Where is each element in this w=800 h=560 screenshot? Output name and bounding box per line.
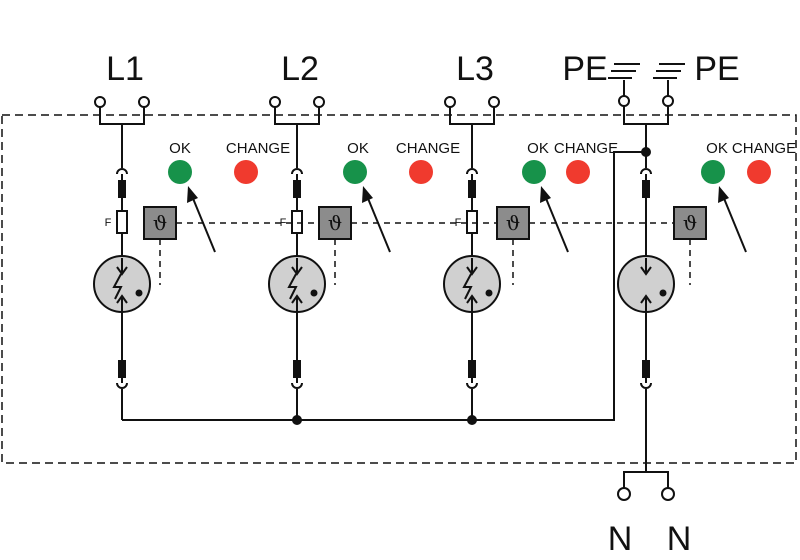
contact-block — [293, 180, 301, 198]
indicator-arrow — [544, 195, 569, 253]
fuse-label: F — [280, 217, 287, 229]
contact-block — [293, 360, 301, 378]
change-label: CHANGE — [732, 140, 796, 157]
plug-contact — [291, 382, 303, 389]
ground-symbol-right — [653, 63, 685, 79]
thermal-symbol: ϑ — [153, 211, 167, 235]
change-indicator — [234, 160, 258, 184]
change-indicator — [566, 160, 590, 184]
common-bus — [122, 151, 646, 421]
plug-contact — [466, 168, 478, 175]
thermal-symbol: ϑ — [328, 211, 342, 235]
contact-block — [468, 180, 476, 198]
module-l3: F ϑ OK CHANGE — [443, 96, 618, 420]
label-n-right: N — [667, 520, 692, 558]
label-l3: L3 — [456, 50, 494, 88]
change-label: CHANGE — [396, 140, 460, 157]
terminal-pair — [269, 96, 325, 168]
lightning-icon — [112, 273, 123, 300]
contact-block — [642, 360, 650, 378]
label-pe-right: PE — [694, 50, 739, 88]
plug-contact — [116, 382, 128, 389]
fuse — [466, 210, 478, 234]
plug-contact — [291, 168, 303, 175]
label-n-left: N — [608, 520, 633, 558]
label-l2: L2 — [281, 50, 319, 88]
label-pe-left: PE — [562, 50, 607, 88]
module-l2: F ϑ OK CHANGE — [268, 96, 460, 420]
thermal-disconnector — [673, 206, 707, 240]
plug-contact — [640, 168, 652, 175]
ok-label: OK — [169, 140, 191, 157]
indicator-arrow — [191, 195, 216, 253]
lightning-icon — [462, 273, 473, 300]
module-pe-n: ϑ OK CHANGE — [617, 80, 796, 501]
fuse-label: F — [455, 217, 462, 229]
thermal-symbol: ϑ — [506, 211, 520, 235]
thermal-symbol: ϑ — [683, 211, 697, 235]
indicator-arrow — [366, 195, 391, 253]
plug-contact — [116, 168, 128, 175]
ok-indicator — [522, 160, 546, 184]
ok-label: OK — [347, 140, 369, 157]
ok-indicator — [701, 160, 725, 184]
junction-dot — [641, 147, 651, 157]
ground-symbol-left — [608, 63, 640, 79]
plug-contact — [640, 382, 652, 389]
ok-indicator — [168, 160, 192, 184]
contact-block — [118, 180, 126, 198]
fuse — [116, 210, 128, 234]
change-indicator — [409, 160, 433, 184]
change-label: CHANGE — [226, 140, 290, 157]
indicator-arrow — [722, 195, 747, 253]
label-l1: L1 — [106, 50, 144, 88]
contact-block — [468, 360, 476, 378]
contact-block — [642, 180, 650, 198]
junction-dot — [467, 415, 477, 425]
ok-label: OK — [527, 140, 549, 157]
ok-indicator — [343, 160, 367, 184]
terminal-pair — [444, 96, 500, 168]
plug-contact — [466, 382, 478, 389]
change-indicator — [747, 160, 771, 184]
ok-label: OK — [706, 140, 728, 157]
device-housing — [1, 114, 797, 464]
contact-block — [118, 360, 126, 378]
fuse-label: F — [105, 217, 112, 229]
terminal-pair — [94, 96, 150, 168]
change-label: CHANGE — [554, 140, 618, 157]
lightning-icon — [287, 273, 298, 300]
fuse — [291, 210, 303, 234]
module-l1: F ϑ OK CHANGE — [93, 96, 290, 420]
junction-dot — [292, 415, 302, 425]
terminal-pair — [618, 80, 674, 168]
